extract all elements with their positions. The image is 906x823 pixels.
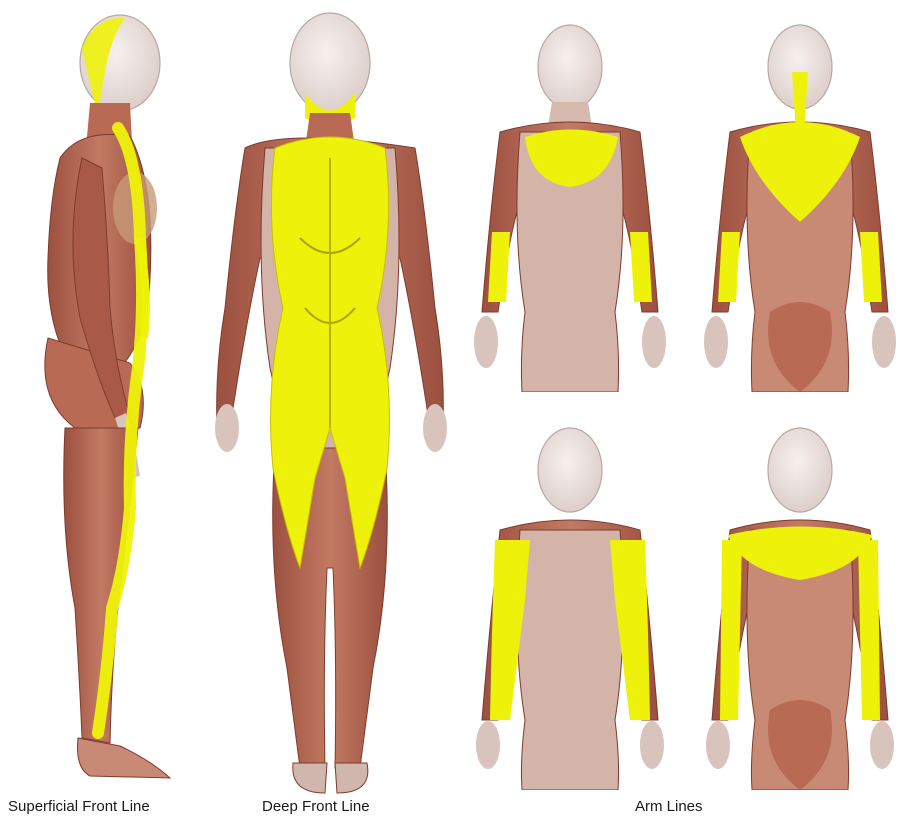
deep-front-line-figure xyxy=(205,8,455,798)
arm-line-front-top-figure xyxy=(470,12,670,392)
arm-line-front-bottom-figure xyxy=(470,420,670,790)
superficial-front-line-figure xyxy=(20,8,190,783)
caption-arm-lines: Arm Lines xyxy=(635,798,703,815)
arm-line-back-bottom-figure xyxy=(700,420,900,790)
caption-superficial-front-line: Superficial Front Line xyxy=(8,798,150,815)
arm-line-back-top-figure xyxy=(700,12,900,392)
caption-deep-front-line: Deep Front Line xyxy=(262,798,370,815)
